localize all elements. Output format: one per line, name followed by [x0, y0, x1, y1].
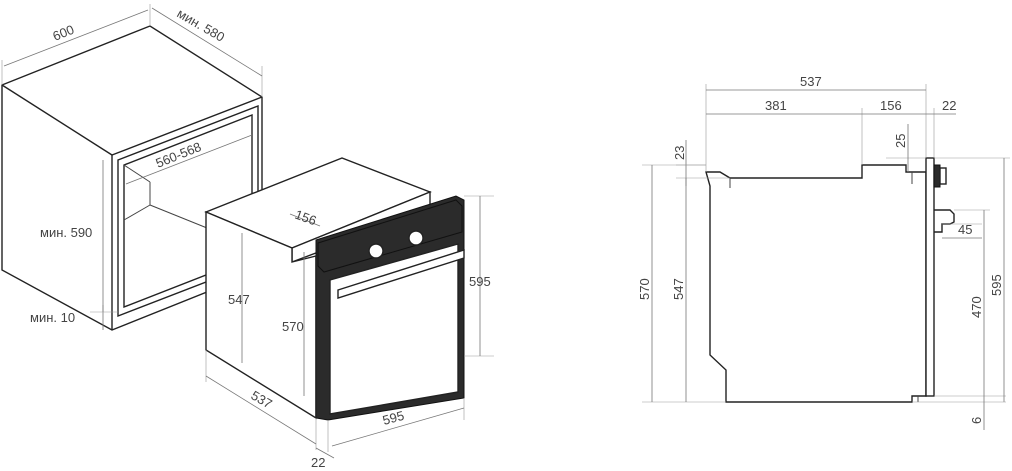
dim-side-total-depth-label: 537 — [800, 74, 822, 89]
dim-niche-height: мин. 590 — [40, 160, 104, 312]
dim-oven-front-thickness: 22 — [311, 420, 335, 470]
dim-side-top-25-label: 25 — [893, 134, 908, 148]
dim-side-depth-rear: 381 — [706, 98, 863, 165]
dim-niche-bottom-gap: мин. 10 — [30, 305, 118, 330]
dim-oven-step-label: 156 — [293, 207, 319, 229]
dim-oven-depth-label: 537 — [249, 388, 275, 412]
side-view-front-panel — [925, 157, 935, 397]
dim-oven-body-height-label: 547 — [228, 292, 250, 307]
dim-niche-depth-label: мин. 580 — [175, 6, 228, 45]
niche-inner-floor — [149, 204, 213, 231]
dim-side-top-25: 25 — [886, 124, 926, 172]
dim-side-handle-470: 470 — [934, 209, 1006, 397]
niche-inner-depth-top — [123, 164, 151, 183]
dim-niche-height-label: мин. 590 — [40, 225, 92, 240]
oven-knob-left — [368, 243, 384, 259]
side-view-body — [705, 164, 927, 403]
dim-oven-front-height: 595 — [464, 195, 494, 357]
dim-side-front-thickness-label: 22 — [942, 98, 956, 113]
dim-side-handle-45-label: 45 — [958, 222, 972, 237]
oven-handle — [337, 249, 465, 299]
side-view-handle — [934, 209, 955, 233]
dim-side-bottom-6-label: 6 — [969, 417, 984, 424]
oven-3d — [204, 157, 465, 421]
dim-side-height-547-label: 547 — [671, 278, 686, 300]
dim-side-height-570: 570 — [637, 164, 726, 403]
dim-side-top-23-label: 23 — [672, 146, 687, 160]
dim-side-height-547: 547 — [671, 178, 687, 402]
dim-side-front-595-label: 595 — [989, 274, 1004, 296]
dim-side-height-570-label: 570 — [637, 278, 652, 300]
dim-oven-front-height-label: 595 — [469, 274, 491, 289]
dim-oven-front-width-label: 595 — [381, 408, 406, 428]
dim-side-handle-470-label: 470 — [969, 296, 984, 318]
oven-side-view — [705, 157, 955, 403]
dim-side-depth-front-label: 156 — [880, 98, 902, 113]
dim-niche-bottom-gap-label: мин. 10 — [30, 310, 75, 325]
dim-side-depth-rear-label: 381 — [765, 98, 787, 113]
dim-niche-width-label: 600 — [51, 22, 77, 44]
dim-side-front-thickness: 22 — [926, 98, 956, 158]
niche-front-top-edge — [1, 84, 113, 156]
dim-side-top-23: 23 — [672, 140, 730, 186]
oven-knob-right — [408, 230, 424, 246]
oven-control-strip — [317, 199, 463, 273]
dim-side-bottom-6: 6 — [912, 396, 1006, 430]
niche-top-right-edge — [111, 96, 263, 156]
dim-oven-front-thickness-label: 22 — [311, 455, 325, 470]
dim-oven-front-width: 595 — [331, 398, 465, 447]
dim-oven-inner-height: 570 — [282, 252, 305, 396]
dim-side-front-595: 595 — [934, 157, 1010, 402]
dim-oven-inner-height-label: 570 — [282, 319, 304, 334]
side-view-knob — [933, 164, 941, 188]
dim-side-depth-front: 156 — [862, 98, 926, 115]
dim-side-handle-45: 45 — [942, 222, 982, 239]
dim-oven-step: 156 — [289, 207, 321, 229]
dim-side-total-depth: 537 — [705, 74, 927, 172]
side-view-knob-cap — [939, 167, 947, 185]
dim-oven-body-height: 547 — [228, 233, 250, 363]
niche-inner-bottom-left — [123, 204, 151, 221]
